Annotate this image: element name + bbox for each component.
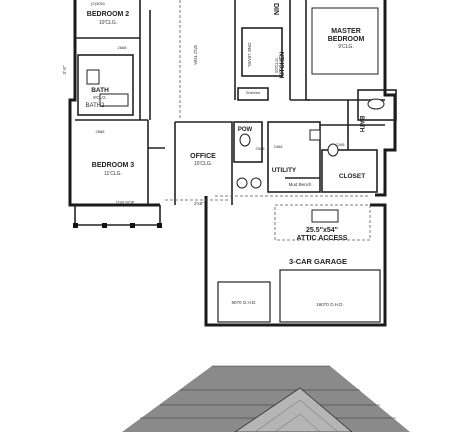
door-tag-2: 2068	[256, 146, 266, 151]
ceiling-note: 8/12 TWA	[193, 45, 198, 65]
fixtures	[86, 7, 385, 223]
master-label-line2: BEDROOM	[328, 36, 365, 43]
garage-label: 3-CAR GARAGE	[289, 257, 347, 266]
attic-label: ATTIC ACCESS	[297, 235, 348, 242]
garage-door-right-label: 16070 O.H.D.	[316, 302, 344, 307]
master-size: 9'CLG.	[338, 44, 353, 50]
bath-label: BATH	[91, 87, 109, 94]
master-bath-label: BATH	[358, 116, 364, 132]
hall-width-label: 3'-5"	[62, 65, 67, 74]
door-tag-3: 2668	[118, 45, 128, 50]
bedroom2-label: BEDROOM 2	[87, 11, 130, 18]
office-label: OFFICE	[190, 153, 216, 160]
garage-door-left-label: 9070 O.H.D.	[231, 300, 256, 305]
closet-label: CLOSET	[339, 173, 365, 180]
mud-bench-label: Mud Bench	[289, 182, 312, 187]
dining-label: DIN	[272, 3, 279, 15]
dashed-lines	[165, 0, 371, 241]
kitchen-size: 10'CLG.	[274, 57, 279, 73]
bedroom3-label: BEDROOM 3	[92, 162, 135, 169]
island-note: ONE LEVEL	[247, 42, 252, 68]
door-tag-4: 2468	[274, 144, 284, 149]
door-tag-1: 2868	[96, 129, 106, 134]
utility-label: UTILITY	[272, 167, 297, 174]
roof-elevation	[122, 365, 410, 432]
bedroom2-size: 10'CLG.	[99, 20, 117, 26]
bedroom3-size: 11'CLG.	[104, 171, 122, 177]
soffit-label: 10'8 SOF	[116, 200, 135, 205]
master-label-line1: MASTER	[331, 28, 361, 35]
garage-doors	[217, 269, 381, 323]
attic-size: 25.5"x54"	[306, 227, 338, 234]
interior-walls	[74, 0, 397, 226]
window-tag-2: (2)3050	[91, 1, 106, 6]
exterior-walls	[68, 0, 397, 327]
opening-label: 2'x6"	[194, 201, 204, 206]
kitchen-label: KITCHEN	[280, 52, 286, 79]
pow-label: POW	[238, 127, 253, 133]
office-size: 10'CLG.	[194, 161, 212, 167]
bath-door-tag: BATH2	[86, 103, 106, 109]
porch-columns	[73, 223, 162, 228]
pantry-note: Shelves	[246, 90, 260, 95]
door-tag-5: 2268	[336, 142, 346, 147]
bath-size: 9'CLG.	[93, 95, 107, 100]
